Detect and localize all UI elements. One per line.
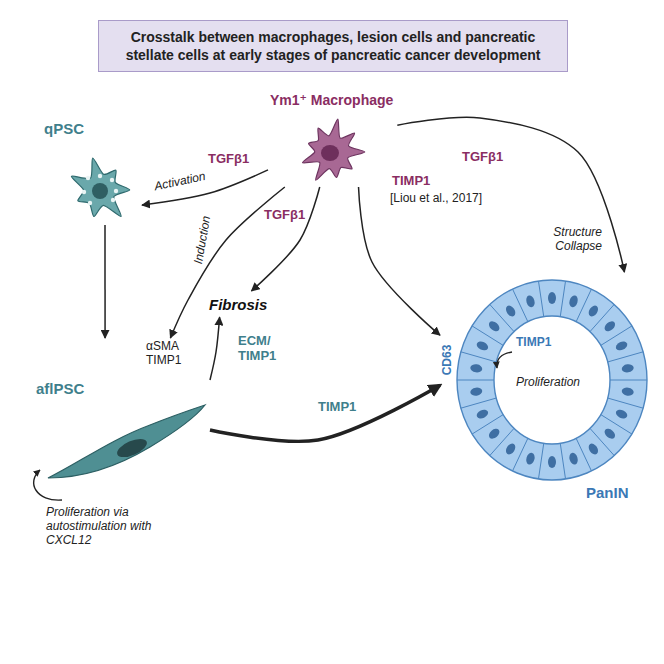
connector-arrow (104, 225, 106, 338)
cell-border (513, 289, 528, 322)
cell-border (610, 380, 647, 381)
cell-nucleus (603, 319, 617, 333)
activated-psc-cell (48, 405, 205, 478)
lipid-droplet (114, 189, 118, 193)
cell-border (457, 380, 494, 381)
cell-border (461, 352, 497, 362)
lipid-droplet (88, 201, 92, 205)
node-label: Proliferation (516, 376, 580, 390)
macrophage-cell (303, 119, 365, 180)
edge-label: TGFβ1 (460, 150, 505, 165)
cell-nucleus (621, 364, 634, 374)
process-note: Activation (151, 169, 209, 194)
panin-duct (457, 280, 647, 480)
qpsc-nucleus (92, 183, 108, 199)
edge-label: TGFβ1 (262, 208, 307, 223)
node-label: Ym1⁺ Macrophage (270, 92, 393, 108)
cell-border (538, 281, 543, 317)
node-label: Fibrosis (209, 296, 267, 313)
receptor-label: CD63 (441, 343, 455, 378)
cell-nucleus (614, 408, 628, 420)
cell-nucleus (475, 408, 489, 420)
fibrosis-node: Fibrosis (205, 291, 271, 317)
connector-arrow (210, 385, 440, 441)
cell-nucleus (614, 340, 628, 352)
cell-border (576, 289, 591, 322)
macrophage-node: Ym1⁺ Macrophage (268, 92, 397, 187)
cell-border (560, 443, 565, 479)
macrophage-nucleus (321, 145, 339, 161)
cell-border (576, 438, 591, 471)
cell-nucleus (504, 442, 517, 456)
cell-border (601, 326, 632, 345)
edge-label: TIMP1 (316, 400, 358, 415)
cell-nucleus (548, 292, 556, 304)
connector-arrow (359, 187, 440, 335)
node-label: aflPSC (36, 380, 84, 397)
cell-border (538, 443, 543, 479)
lipid-droplet (110, 178, 114, 182)
connector-arrow (142, 170, 268, 205)
lipid-droplet (111, 198, 115, 202)
connector-arrow (251, 187, 319, 291)
process-note: Induction (192, 213, 215, 267)
title-text: Crosstalk between macrophages, lesion ce… (126, 29, 541, 63)
edge-label: ECM/ TIMP1 (236, 334, 282, 364)
signal-label: TIMP1 (514, 336, 553, 350)
autostimulation-arrow (34, 470, 62, 500)
cell-nucleus (621, 387, 634, 397)
edge-label: TGFβ1 (206, 152, 251, 167)
cell-nucleus (470, 364, 483, 374)
cell-nucleus (587, 304, 600, 318)
node-label: PanIN (586, 484, 629, 501)
cell-border (461, 398, 497, 408)
lipid-droplet (98, 174, 102, 178)
qpsc-node: qPSC (42, 120, 142, 225)
cell-nucleus (487, 427, 501, 441)
citation: [Liou et al., 2017] (388, 192, 484, 206)
cell-nucleus (568, 452, 579, 466)
cell-nucleus (603, 427, 617, 441)
quiescent-psc-cell (71, 158, 129, 217)
lipid-droplet (82, 190, 86, 194)
cell-border (513, 438, 528, 471)
process-note: Proliferation via autostimulation with C… (44, 506, 178, 547)
cell-nucleus (548, 456, 556, 468)
node-label: qPSC (44, 120, 84, 137)
node-label: αSMA TIMP1 (146, 340, 194, 368)
connector-arrow (210, 317, 220, 380)
cell-nucleus (475, 340, 489, 352)
edge-label: TIMP1 (390, 174, 432, 189)
cell-nucleus (525, 452, 536, 466)
cell-nucleus (525, 294, 536, 308)
cell-border (608, 398, 644, 408)
panin-node: PanIN Proliferation (440, 272, 652, 508)
cell-border (560, 281, 565, 317)
cell-border (608, 352, 644, 362)
aflpsc-node: aflPSC αSMA TIMP1 (30, 338, 210, 488)
lipid-droplet (86, 176, 90, 180)
process-note: Structure Collapse (530, 226, 604, 254)
cell-nucleus (568, 294, 579, 308)
cell-nucleus (487, 319, 501, 333)
autocrine-arrow (497, 352, 512, 368)
cell-nucleus (470, 387, 483, 397)
cell-nucleus (504, 304, 517, 318)
cell-nucleus (587, 442, 600, 456)
title-banner: Crosstalk between macrophages, lesion ce… (98, 20, 568, 72)
cell-border (472, 415, 503, 434)
aflpsc-nucleus (115, 435, 150, 461)
